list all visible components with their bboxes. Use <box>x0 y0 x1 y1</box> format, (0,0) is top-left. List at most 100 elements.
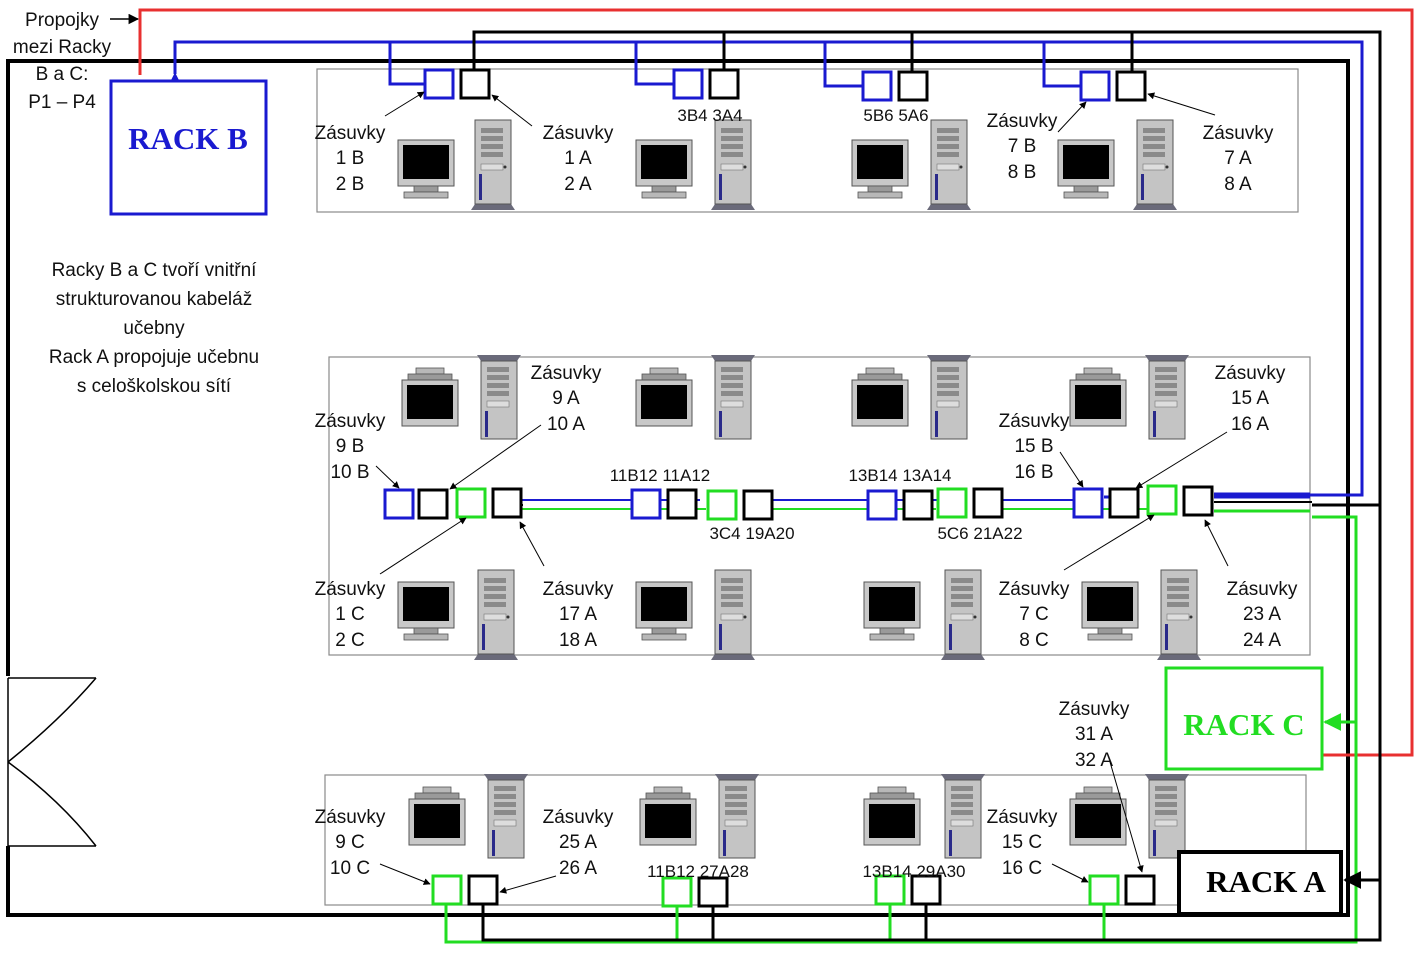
svg-text:Rack A propojuje učebnu: Rack A propojuje učebnu <box>49 347 259 368</box>
black-cables <box>472 30 1382 942</box>
svg-text:B a C:: B a C: <box>36 64 89 85</box>
svg-text:23 A: 23 A <box>1243 604 1281 625</box>
svg-text:18 A: 18 A <box>559 630 597 651</box>
svg-text:Zásuvky: Zásuvky <box>1227 579 1298 600</box>
svg-text:1 C: 1 C <box>335 604 365 625</box>
svg-text:Zásuvky: Zásuvky <box>987 111 1058 132</box>
svg-text:Zásuvky: Zásuvky <box>315 123 386 144</box>
svg-text:Zásuvky: Zásuvky <box>543 579 614 600</box>
svg-text:15 B: 15 B <box>1014 436 1053 457</box>
socket-label-1c-2c: Zásuvky 1 C 2 C <box>315 517 467 651</box>
svg-text:Zásuvky: Zásuvky <box>543 123 614 144</box>
svg-text:32 A: 32 A <box>1075 750 1113 771</box>
svg-text:2 B: 2 B <box>336 174 365 195</box>
socket-label-9c-10c: Zásuvky 9 C 10 C <box>315 807 431 885</box>
computers-row-1 <box>397 119 1178 211</box>
svg-text:Racky B a C tvoří vnitřní: Racky B a C tvoří vnitřní <box>52 260 258 281</box>
svg-text:10 C: 10 C <box>330 858 370 879</box>
svg-text:P1 – P4: P1 – P4 <box>28 92 96 113</box>
sockets-row-1 <box>423 68 1147 102</box>
socket-label-11b12-11a12: 11B12 11A12 <box>610 466 711 485</box>
svg-text:Zásuvky: Zásuvky <box>531 363 602 384</box>
svg-text:2 C: 2 C <box>335 630 365 651</box>
svg-text:24 A: 24 A <box>1243 630 1281 651</box>
blue-cables <box>166 40 1364 501</box>
svg-text:strukturovanou kabeláž: strukturovanou kabeláž <box>56 289 252 310</box>
svg-text:Zásuvky: Zásuvky <box>1203 123 1274 144</box>
socket-label-5b6-5a6: 5B6 5A6 <box>863 106 928 125</box>
svg-text:25 A: 25 A <box>559 832 597 853</box>
svg-text:Zásuvky: Zásuvky <box>999 579 1070 600</box>
svg-text:mezi Racky: mezi Racky <box>13 37 112 58</box>
socket-label-13b14-29a30: 13B14 29A30 <box>862 862 965 881</box>
socket-label-13b14-13a14: 13B14 13A14 <box>848 466 951 485</box>
svg-text:9 B: 9 B <box>336 436 365 457</box>
svg-text:2 A: 2 A <box>564 174 592 195</box>
computers-row-2-top <box>401 354 1190 440</box>
sockets-row-2 <box>383 484 1214 521</box>
desk-row-1 <box>316 68 1299 213</box>
propojky-label: Propojky mezi Racky B a C: P1 – P4 <box>13 10 140 113</box>
socket-label-25a-26a: Zásuvky 25 A 26 A <box>499 807 614 894</box>
socket-label-11b12-27a28: 11B12 27A28 <box>647 862 749 881</box>
socket-label-5c6-21a22: 5C6 21A22 <box>937 524 1022 543</box>
svg-text:31 A: 31 A <box>1075 724 1113 745</box>
desk-row-3 <box>324 774 1307 906</box>
rack-a-label: RACK A <box>1206 864 1326 899</box>
rack-a: RACK A <box>1177 850 1343 916</box>
svg-text:Zásuvky: Zásuvky <box>987 807 1058 828</box>
svg-text:Zásuvky: Zásuvky <box>543 807 614 828</box>
sockets-row-3 <box>431 874 1156 908</box>
svg-text:s celoškolskou sítí: s celoškolskou sítí <box>77 376 232 397</box>
patch-cable-red <box>138 8 1414 757</box>
socket-label-9b-10b: Zásuvky 9 B 10 B <box>315 411 400 489</box>
socket-label-7c-8c: Zásuvky 7 C 8 C <box>999 514 1155 651</box>
svg-text:10 B: 10 B <box>330 462 369 483</box>
svg-text:Propojky: Propojky <box>25 10 99 31</box>
socket-label-7b-8b: Zásuvky 7 B 8 B <box>987 101 1087 183</box>
socket-label-3b4-3a4: 3B4 3A4 <box>677 106 742 125</box>
svg-text:7 A: 7 A <box>1224 148 1252 169</box>
svg-text:1 B: 1 B <box>336 148 365 169</box>
socket-label-3c4-19a20: 3C4 19A20 <box>709 524 794 543</box>
svg-text:9 A: 9 A <box>552 388 580 409</box>
svg-text:16 C: 16 C <box>1002 858 1042 879</box>
socket-label-9a-10a: Zásuvky 9 A 10 A <box>449 363 602 490</box>
svg-text:16 A: 16 A <box>1231 414 1269 435</box>
rack-c: RACK C <box>1164 666 1324 771</box>
socket-label-1b-2b: Zásuvky 1 B 2 B <box>315 91 425 195</box>
svg-text:Zásuvky: Zásuvky <box>315 579 386 600</box>
rack-b-label: RACK B <box>128 121 248 156</box>
svg-text:7 C: 7 C <box>1019 604 1049 625</box>
rack-b: RACK B <box>109 79 268 216</box>
desk-row-2 <box>328 356 1311 656</box>
socket-label-15b-16b: Zásuvky 15 B 16 B <box>999 411 1084 488</box>
svg-text:17 A: 17 A <box>559 604 597 625</box>
socket-label-7a-8a: Zásuvky 7 A 8 A <box>1147 92 1274 195</box>
svg-text:Zásuvky: Zásuvky <box>315 411 386 432</box>
rack-c-label: RACK C <box>1183 707 1304 742</box>
svg-text:26 A: 26 A <box>559 858 597 879</box>
svg-text:8 C: 8 C <box>1019 630 1049 651</box>
socket-label-1a-2a: Zásuvky 1 A 2 A <box>491 94 614 195</box>
svg-text:Zásuvky: Zásuvky <box>315 807 386 828</box>
socket-label-23a-24a: Zásuvky 23 A 24 A <box>1204 519 1298 651</box>
svg-text:9 C: 9 C <box>335 832 365 853</box>
svg-text:8 B: 8 B <box>1008 162 1037 183</box>
svg-text:10 A: 10 A <box>547 414 585 435</box>
computers-row-3 <box>408 773 1190 859</box>
svg-text:8 A: 8 A <box>1224 174 1252 195</box>
svg-text:15 C: 15 C <box>1002 832 1042 853</box>
svg-text:učebny: učebny <box>123 318 185 339</box>
svg-text:7 B: 7 B <box>1008 136 1037 157</box>
svg-text:16 B: 16 B <box>1014 462 1053 483</box>
door <box>3 676 97 847</box>
svg-text:15 A: 15 A <box>1231 388 1269 409</box>
socket-label-17a-18a: Zásuvky 17 A 18 A <box>519 521 614 651</box>
description-text: Racky B a C tvoří vnitřní strukturovanou… <box>49 260 259 397</box>
svg-text:Zásuvky: Zásuvky <box>999 411 1070 432</box>
socket-label-31a-32a: Zásuvky 31 A 32 A <box>1059 699 1144 873</box>
socket-label-15a-16a: Zásuvky 15 A 16 A <box>1135 363 1286 489</box>
socket-label-15c-16c: Zásuvky 15 C 16 C <box>987 807 1089 883</box>
